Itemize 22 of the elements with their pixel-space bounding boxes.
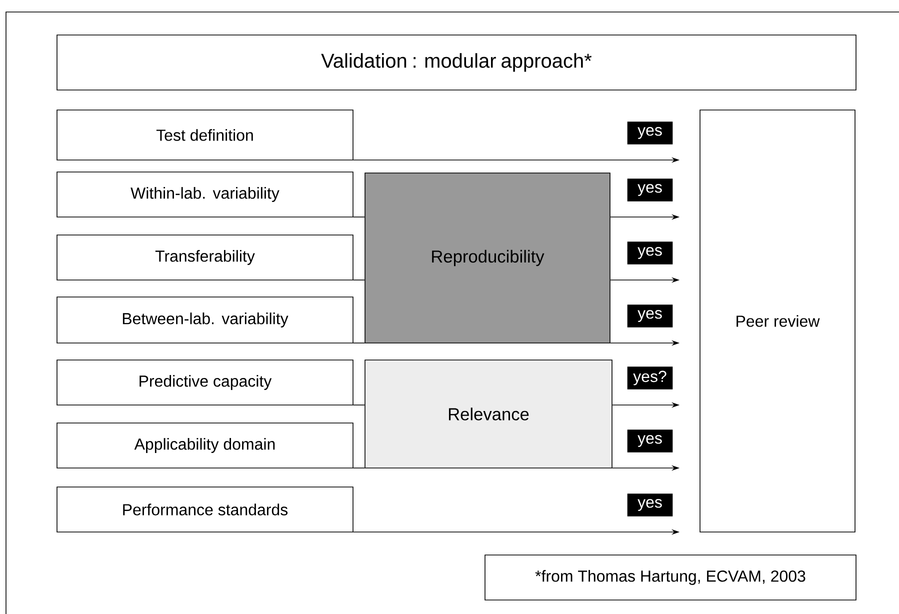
connector-line (353, 342, 365, 344)
title-box: Validation : modular approach* (56, 34, 856, 90)
footnote-box: *from Thomas Hartung, ECVAM, 2003 (484, 554, 856, 600)
module-box: Applicability domain (56, 422, 354, 468)
yes-badge: yes (627, 494, 673, 516)
yes-badge: yes (627, 178, 673, 202)
module-box: Performance standards (56, 486, 354, 532)
yes-badge: yes (627, 430, 673, 452)
yes-badge: yes (627, 242, 673, 264)
module-box: Within-lab. variability (56, 172, 354, 218)
module-box: Transferability (56, 234, 354, 280)
connector-line (353, 404, 365, 406)
yes-badge: yes (627, 304, 673, 328)
module-box: Predictive capacity (56, 360, 354, 406)
module-box: Test definition (56, 110, 354, 160)
yes-badge: yes (627, 122, 673, 144)
peer-review-box: Peer review (700, 110, 856, 532)
yes-badge: yes? (627, 366, 673, 390)
category-box: Reproducibility (364, 172, 610, 344)
connector-line (353, 216, 365, 218)
module-box: Between-lab. variability (56, 296, 354, 344)
category-box: Relevance (364, 360, 612, 468)
